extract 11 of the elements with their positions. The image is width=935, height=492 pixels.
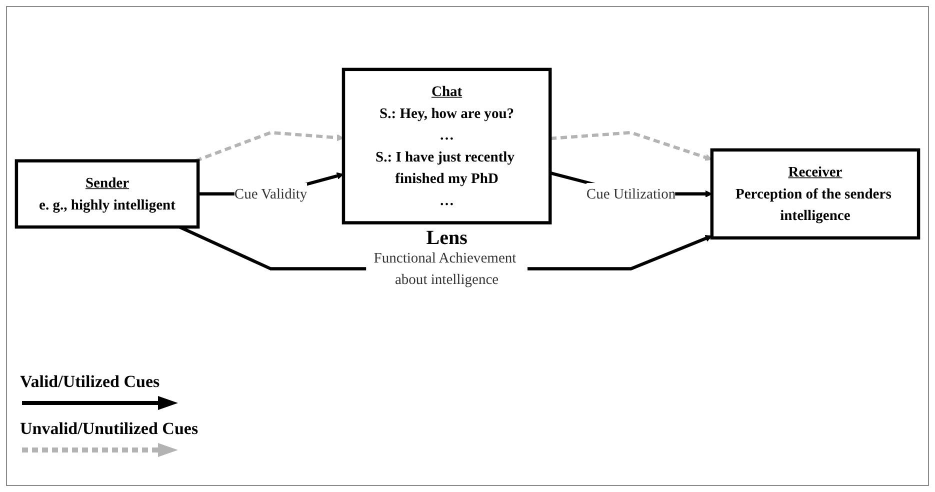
node-box: Sender e. g., highly intelligent: [14, 159, 200, 229]
arrow: [550, 130, 712, 161]
arrow: [194, 130, 344, 162]
legend-label: Unvalid/Unutilized Cues: [20, 419, 198, 439]
edge-label: Cue Validity: [234, 185, 308, 202]
lens-caption: Lens: [426, 226, 468, 250]
legend-label: Valid/Utilized Cues: [20, 372, 161, 392]
edge-label: Functional Achievement about intelligence: [374, 249, 516, 288]
node-box: Chat S.: Hey, how are you? … S.: I have just recently finished my PhD …: [342, 68, 552, 224]
node-box: Receiver Perception of the senders intelligence: [710, 148, 920, 240]
edge-label: Cue Utilization: [586, 185, 676, 202]
